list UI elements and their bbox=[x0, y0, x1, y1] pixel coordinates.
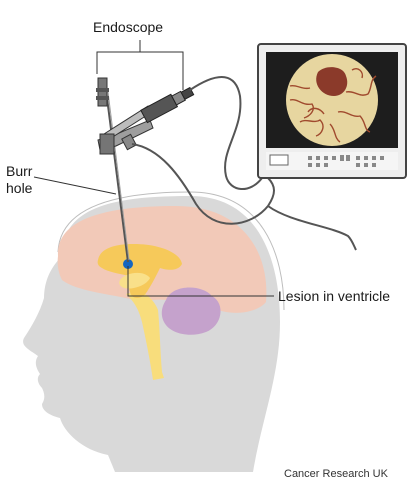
camera-head bbox=[140, 86, 195, 124]
monitor bbox=[257, 43, 407, 179]
skull-outline-inner bbox=[57, 191, 285, 311]
burr-hole-label-line2: hole bbox=[6, 180, 33, 196]
blood-vessels bbox=[289, 68, 377, 143]
lesion-dot bbox=[123, 259, 133, 269]
burr-hole-leader-line bbox=[33, 176, 117, 195]
cerebellum bbox=[161, 287, 221, 335]
endoscope-collar bbox=[99, 133, 115, 155]
scope-view-lesion bbox=[316, 67, 348, 96]
endoscope-shaft-highlight bbox=[107, 91, 130, 261]
endoscope-label: Endoscope bbox=[93, 19, 164, 35]
brainstem bbox=[126, 290, 164, 380]
endoscope-bracket bbox=[96, 51, 184, 90]
light-cable bbox=[131, 143, 275, 225]
camera-cable bbox=[189, 76, 263, 190]
scope-view bbox=[286, 54, 378, 146]
burr-hole-label: Burr hole bbox=[6, 163, 32, 197]
lesion-leader-line bbox=[127, 266, 274, 297]
endoscope-shaft bbox=[105, 89, 129, 263]
lesion-label: Lesion in ventricle bbox=[278, 288, 391, 304]
third-ventricle bbox=[119, 272, 150, 289]
burr-hole-label-line1: Burr bbox=[6, 163, 33, 179]
ventricles bbox=[97, 244, 182, 298]
power-button bbox=[269, 154, 289, 166]
credit-text: Cancer Research UK bbox=[284, 468, 388, 480]
monitor-buttons bbox=[308, 155, 384, 167]
